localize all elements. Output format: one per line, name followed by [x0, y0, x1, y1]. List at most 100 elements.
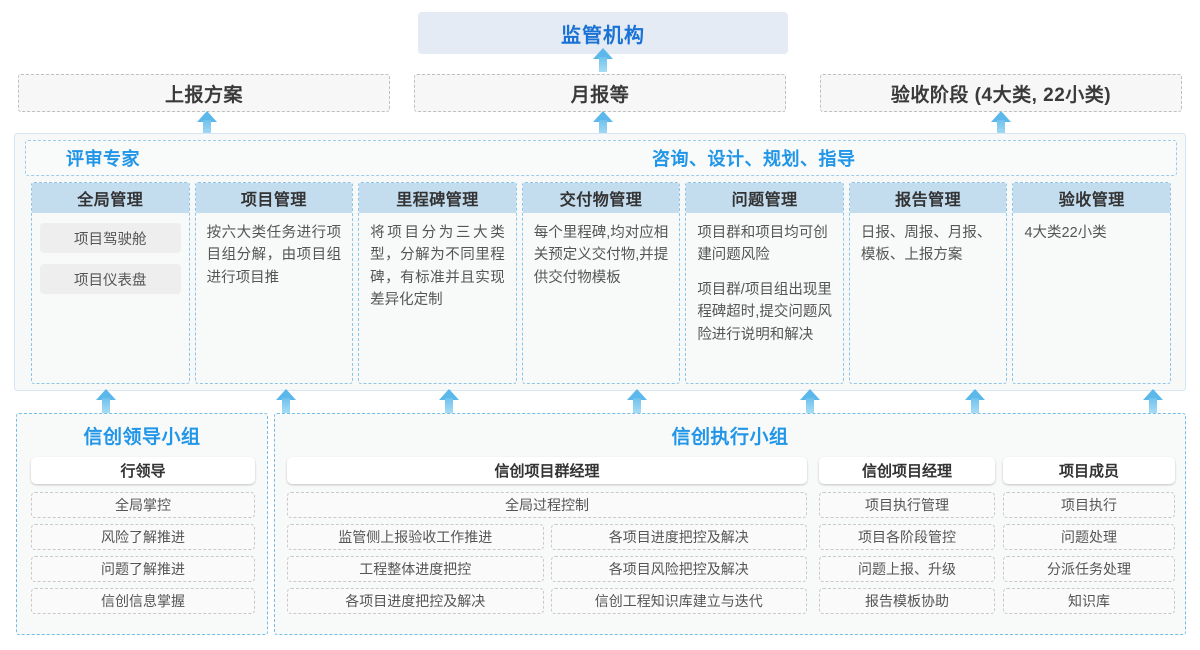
- task-pill[interactable]: 监管侧上报验收工作推进: [287, 524, 544, 550]
- capability-card-report[interactable]: 报告管理 日报、周报、月报、模板、上报方案: [848, 182, 1008, 384]
- arrow-shaft: [633, 398, 641, 413]
- arrow-shaft: [971, 398, 979, 413]
- task-pill[interactable]: 项目执行管理: [819, 492, 995, 518]
- execution-group-title: 信创执行小组: [671, 427, 789, 448]
- card-paragraph: 按六大类任务进行项目组分解，由项目组进行项目推: [206, 225, 342, 286]
- arrow-shaft: [599, 57, 607, 72]
- arrow-up-card-5: [800, 389, 820, 413]
- arrow-shaft: [1149, 398, 1157, 413]
- capability-card-project[interactable]: 项目管理 按六大类任务进行项目组分解，由项目组进行项目推: [194, 182, 354, 384]
- arrow-up-to-regulator: [593, 48, 613, 72]
- card-body: 项目驾驶舱 项目仪表盘: [32, 213, 189, 383]
- arrow-shaft: [997, 120, 1005, 135]
- chip-item[interactable]: 项目驾驶舱: [40, 223, 181, 253]
- task-pill[interactable]: 项目执行: [1003, 492, 1175, 518]
- program-manager-left-col: 监管侧上报验收工作推进 工程整体进度把控 各项目进度把控及解决: [287, 524, 544, 620]
- arrow-shaft: [445, 398, 453, 413]
- arrow-up-card-3: [439, 389, 459, 413]
- task-pill[interactable]: 各项目风险把控及解决: [550, 556, 807, 582]
- arrow-head-icon: [1143, 389, 1163, 400]
- arrow-up-card-4: [627, 389, 647, 413]
- regulator-label: 监管机构: [561, 24, 645, 47]
- chip-item[interactable]: 项目仪表盘: [40, 264, 181, 294]
- arrow-up-card-7: [1143, 389, 1163, 413]
- task-pill[interactable]: 信创信息掌握: [31, 588, 255, 614]
- capability-card-list: 全局管理 项目驾驶舱 项目仪表盘 项目管理 按六大类任务进行项目组分解，由项目组…: [31, 182, 1172, 384]
- arrow-head-icon: [96, 389, 116, 400]
- arrow-head-icon: [991, 111, 1011, 122]
- leading-group-panel: 信创领导小组 行领导 全局掌控 风险了解推进 问题了解推进 信创信息掌握: [16, 413, 268, 635]
- task-pill[interactable]: 项目各阶段管控: [819, 524, 995, 550]
- project-manager-column: 信创项目经理 项目执行管理 项目各阶段管控 问题上报、升级 报告模板协助: [819, 457, 995, 620]
- column-head[interactable]: 信创项目群经理: [287, 457, 807, 484]
- task-pill[interactable]: 问题处理: [1003, 524, 1175, 550]
- regulator-box: 监管机构: [418, 12, 788, 54]
- arrow-shaft: [806, 398, 814, 413]
- program-manager-right-col: 各项目进度把控及解决 各项目风险把控及解决 信创工程知识库建立与迭代: [550, 524, 807, 620]
- arrow-head-icon: [197, 111, 217, 122]
- task-pill[interactable]: 信创工程知识库建立与迭代: [550, 588, 807, 614]
- task-pill[interactable]: 知识库: [1003, 588, 1175, 614]
- arrow-head-icon: [593, 48, 613, 59]
- capability-card-acceptance[interactable]: 验收管理 4大类22小类: [1012, 182, 1172, 384]
- arrow-head-icon: [439, 389, 459, 400]
- leading-group-title: 信创领导小组: [83, 427, 201, 448]
- task-pill[interactable]: 全局掌控: [31, 492, 255, 518]
- card-body: 按六大类任务进行项目组分解，由项目组进行项目推: [196, 213, 353, 383]
- task-pill[interactable]: 报告模板协助: [819, 588, 995, 614]
- card-body: 将项目分为三大类型，分解为不同里程碑，有标准并且实现差异化定制: [359, 213, 516, 383]
- card-title: 项目管理: [195, 183, 353, 213]
- column-head[interactable]: 项目成员: [1003, 457, 1175, 484]
- column-head[interactable]: 行领导: [31, 457, 255, 484]
- arrow-up-card-6: [965, 389, 985, 413]
- card-paragraph: 4大类22小类: [1024, 225, 1107, 241]
- report-label: 月报等: [570, 84, 630, 106]
- arrow-head-icon: [627, 389, 647, 400]
- platform-panel: 评审专家 咨询、设计、规划、指导 全局管理 项目驾驶舱 项目仪表盘 项目管理 按…: [14, 133, 1186, 391]
- task-pill[interactable]: 问题上报、升级: [819, 556, 995, 582]
- arrow-shaft: [203, 120, 211, 135]
- card-paragraph: 每个里程碑,均对应相关预定义交付物,并提供交付物模板: [533, 225, 669, 286]
- card-body: 每个里程碑,均对应相关预定义交付物,并提供交付物模板: [523, 213, 680, 383]
- card-paragraph: 将项目分为三大类型，分解为不同里程碑，有标准并且实现差异化定制: [370, 225, 505, 309]
- arrow-head-icon: [965, 389, 985, 400]
- capability-card-milestone[interactable]: 里程碑管理 将项目分为三大类型，分解为不同里程碑，有标准并且实现差异化定制: [358, 182, 517, 384]
- card-title: 交付物管理: [522, 183, 680, 213]
- arrow-head-icon: [593, 111, 613, 122]
- task-pill[interactable]: 各项目进度把控及解决: [287, 588, 544, 614]
- arrow-up-card-1: [96, 389, 116, 413]
- card-title: 问题管理: [686, 183, 843, 213]
- program-manager-subcolumns: 监管侧上报验收工作推进 工程整体进度把控 各项目进度把控及解决 各项目进度把控及…: [287, 524, 807, 620]
- arrow-up-to-monthly: [593, 111, 613, 135]
- arrow-up-to-plan: [197, 111, 217, 135]
- capability-card-global[interactable]: 全局管理 项目驾驶舱 项目仪表盘: [31, 182, 190, 384]
- task-pill[interactable]: 工程整体进度把控: [287, 556, 544, 582]
- arrow-shaft: [599, 120, 607, 135]
- task-pill[interactable]: 风险了解推进: [31, 524, 255, 550]
- project-member-column: 项目成员 项目执行 问题处理 分派任务处理 知识库: [1003, 457, 1175, 620]
- card-body: 日报、周报、月报、模板、上报方案: [850, 213, 1007, 383]
- platform-roles-bar: 评审专家 咨询、设计、规划、指导: [25, 140, 1177, 176]
- arrow-head-icon: [800, 389, 820, 400]
- role-label-consulting: 咨询、设计、规划、指导: [652, 149, 856, 169]
- program-manager-column: 信创项目群经理 全局过程控制 监管侧上报验收工作推进 工程整体进度把控 各项目进…: [287, 457, 807, 620]
- arrow-shaft: [102, 398, 110, 413]
- leading-group-column: 行领导 全局掌控 风险了解推进 问题了解推进 信创信息掌握: [31, 457, 255, 620]
- capability-card-deliverable[interactable]: 交付物管理 每个里程碑,均对应相关预定义交付物,并提供交付物模板: [521, 182, 681, 384]
- card-title: 报告管理: [849, 183, 1007, 213]
- task-pill[interactable]: 问题了解推进: [31, 556, 255, 582]
- card-paragraph: 日报、周报、月报、模板、上报方案: [860, 225, 992, 264]
- column-head[interactable]: 信创项目经理: [819, 457, 995, 484]
- report-box-acceptance: 验收阶段 (4大类, 22小类): [820, 74, 1182, 112]
- arrow-shaft: [282, 398, 290, 413]
- capability-card-issue[interactable]: 问题管理 项目群和项目均可创建问题风险 项目群/项目组出现里程碑超时,提交问题风…: [685, 182, 844, 384]
- card-body: 项目群和项目均可创建问题风险 项目群/项目组出现里程碑超时,提交问题风险进行说明…: [686, 213, 843, 383]
- arrow-up-to-acceptance: [991, 111, 1011, 135]
- report-label: 验收阶段 (4大类, 22小类): [890, 84, 1112, 106]
- execution-group-panel: 信创执行小组 信创项目群经理 全局过程控制 监管侧上报验收工作推进 工程整体进度…: [274, 413, 1186, 635]
- card-title: 里程碑管理: [359, 183, 516, 213]
- task-pill[interactable]: 各项目进度把控及解决: [550, 524, 807, 550]
- task-pill-full[interactable]: 全局过程控制: [287, 492, 807, 518]
- task-pill[interactable]: 分派任务处理: [1003, 556, 1175, 582]
